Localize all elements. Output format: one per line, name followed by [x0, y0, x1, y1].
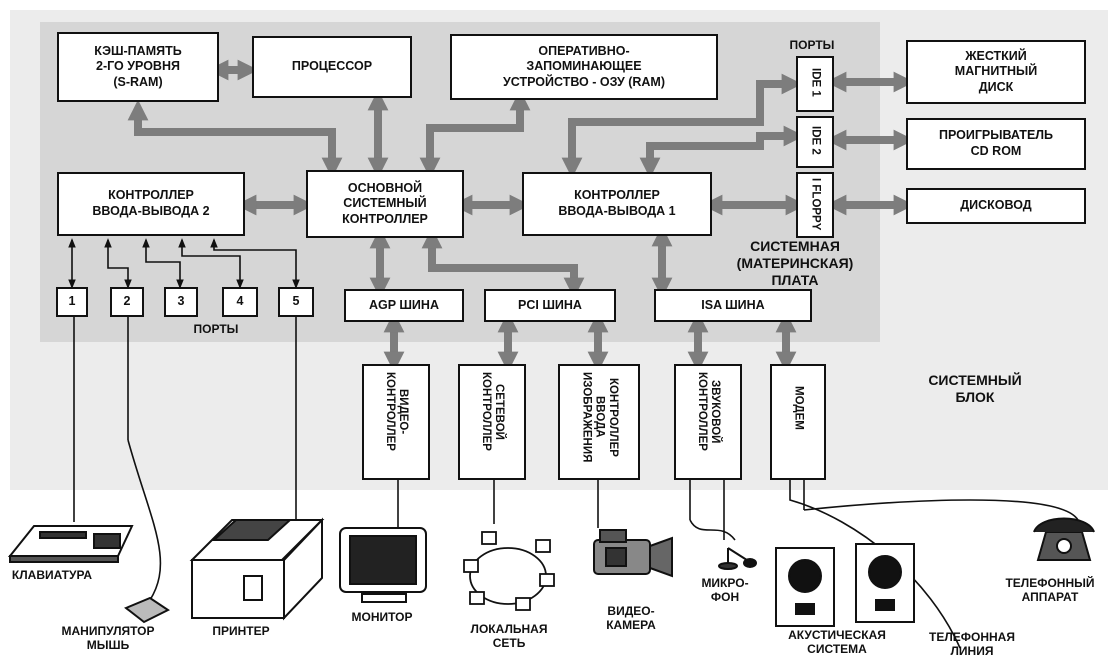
keyboard-icon	[7, 525, 134, 563]
ide1-port: IDE 1	[796, 56, 834, 112]
port-5: 5	[278, 287, 314, 317]
port-3: 3	[164, 287, 198, 317]
cache-memory-box: КЭШ-ПАМЯТЬ 2-ГО УРОВНЯ (S-RAM)	[57, 32, 219, 102]
monitor-label: МОНИТОР	[351, 610, 413, 624]
agp-bus-box: AGP ШИНА	[344, 289, 464, 322]
mouse-icon	[124, 596, 170, 624]
network-controller: СЕТЕВОЙ КОНТРОЛЛЕР	[458, 364, 526, 480]
network-controller-label: СЕТЕВОЙ КОНТРОЛЛЕР	[480, 372, 506, 451]
modem-label: МОДЕМ	[792, 386, 805, 430]
microphone-icon	[718, 547, 757, 570]
video-camera-label: ВИДЕО- КАМЕРА	[606, 604, 656, 633]
image-input-controller-label: КОНТРОЛЛЕР ВВОДА ИЗОБРАЖЕНИЯ	[580, 372, 619, 463]
phone-line-label: ТЕЛЕФОННАЯ ЛИНИЯ	[929, 630, 1015, 659]
video-controller-label: ВИДЕО- КОНТРОЛЛЕР	[384, 372, 410, 451]
printer-icon	[189, 517, 325, 621]
floppy-port-label: I FLOPPY	[809, 178, 822, 231]
lan-icon	[463, 531, 555, 611]
video-controller: ВИДЕО- КОНТРОЛЛЕР	[362, 364, 430, 480]
lan-label: ЛОКАЛЬНАЯ СЕТЬ	[470, 622, 548, 651]
port-4: 4	[222, 287, 258, 317]
system-block-label: СИСТЕМНЫЙ БЛОК	[928, 372, 1022, 405]
microphone-label: МИКРО- ФОН	[701, 576, 749, 605]
io-controller-1-box: КОНТРОЛЛЕР ВВОДА-ВЫВОДА 1	[522, 172, 712, 236]
ide1-label: IDE 1	[809, 68, 822, 97]
monitor-icon	[339, 527, 427, 603]
telephone-icon	[1033, 517, 1095, 561]
port-lines	[68, 238, 300, 289]
keyboard-label: КЛАВИАТУРА	[11, 568, 93, 582]
isa-bus-box: ISA ШИНА	[654, 289, 812, 322]
ide2-port: IDE 2	[796, 116, 834, 168]
cables	[73, 317, 1079, 649]
sound-controller-label: ЗВУКОВОЙ КОНТРОЛЛЕР	[696, 372, 722, 451]
io-controller-2-box: КОНТРОЛЛЕР ВВОДА-ВЫВОДА 2	[57, 172, 245, 236]
modem: МОДЕМ	[770, 364, 826, 480]
sound-controller: ЗВУКОВОЙ КОНТРОЛЛЕР	[674, 364, 742, 480]
processor-box: ПРОЦЕССОР	[252, 36, 412, 98]
ide2-label: IDE 2	[809, 126, 822, 155]
speakers-icon	[775, 543, 915, 627]
video-camera-icon	[593, 529, 673, 578]
pci-bus-box: PCI ШИНА	[484, 289, 616, 322]
bus-arrows	[127, 59, 915, 373]
ports-top-label: ПОРТЫ	[789, 38, 835, 52]
hard-disk-box: ЖЕСТКИЙ МАГНИТНЫЙ ДИСК	[906, 40, 1086, 104]
ram-box: ОПЕРАТИВНО- ЗАПОМИНАЮЩЕЕ УСТРОЙСТВО - ОЗ…	[450, 34, 718, 100]
ports-bottom-label: ПОРТЫ	[193, 322, 239, 336]
floppy-port: I FLOPPY	[796, 172, 834, 238]
motherboard-label: СИСТЕМНАЯ (МАТЕРИНСКАЯ) ПЛАТА	[736, 238, 854, 288]
main-system-controller-box: ОСНОВНОЙ СИСТЕМНЫЙ КОНТРОЛЛЕР	[306, 170, 464, 238]
telephone-label: ТЕЛЕФОННЫЙ АППАРАТ	[1005, 576, 1095, 605]
floppy-drive-box: ДИСКОВОД	[906, 188, 1086, 224]
image-input-controller: КОНТРОЛЛЕР ВВОДА ИЗОБРАЖЕНИЯ	[558, 364, 640, 480]
port-1: 1	[56, 287, 88, 317]
cd-rom-box: ПРОИГРЫВАТЕЛЬ CD ROM	[906, 118, 1086, 170]
port-2: 2	[110, 287, 144, 317]
printer-label: ПРИНТЕР	[212, 624, 270, 638]
speakers-label: АКУСТИЧЕСКАЯ СИСТЕМА	[788, 628, 886, 657]
mouse-label: МАНИПУЛЯТОР МЫШЬ	[61, 624, 155, 653]
